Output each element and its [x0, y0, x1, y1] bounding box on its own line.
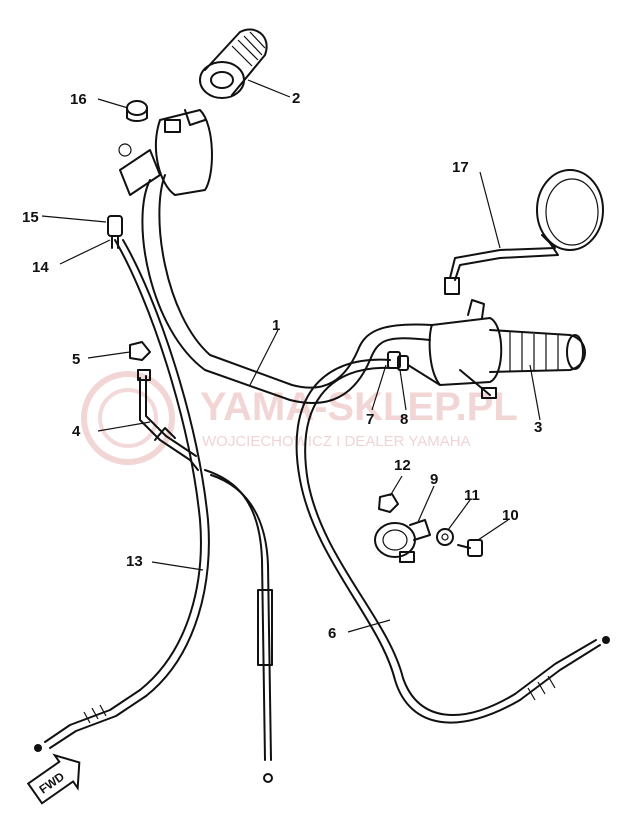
part-label-4: 4 — [72, 423, 81, 440]
right-throttle-assembly — [428, 299, 586, 399]
part-17-mirror — [444, 169, 604, 295]
handlebar — [141, 174, 433, 405]
part-label-14: 14 — [32, 259, 49, 276]
throttle-cable-center — [204, 469, 273, 783]
watermark-subtitle: WOJCIECHOWICZ I DEALER YAMAHA — [202, 433, 471, 450]
leader-lines — [41, 79, 541, 633]
part-11-washer — [436, 528, 454, 546]
part-16-cap — [126, 100, 148, 122]
part-label-5: 5 — [72, 351, 80, 368]
part-label-9: 9 — [430, 471, 438, 488]
part-label-13: 13 — [126, 553, 143, 570]
part-10-bolt — [457, 539, 483, 557]
fwd-direction-badge: FWD — [26, 753, 81, 805]
part-label-3: 3 — [534, 419, 542, 436]
part-9-clamp — [374, 519, 431, 563]
watermark: YAMA-SKLEP.PL WOJCIECHOWICZ I DEALER YAM… — [81, 371, 518, 465]
part-label-2: 2 — [292, 90, 300, 107]
part-label-6: 6 — [328, 625, 336, 642]
part-label-11: 11 — [464, 487, 480, 504]
watermark-logo-ring — [81, 371, 175, 465]
part-label-12: 12 — [394, 457, 411, 474]
part-labels: 1 2 3 4 5 6 7 8 9 10 11 12 13 14 15 16 1… — [22, 90, 542, 642]
left-switch-housing — [118, 109, 213, 196]
part-12-nut — [378, 493, 399, 513]
part-label-16: 16 — [70, 91, 87, 108]
part-label-10: 10 — [502, 507, 519, 524]
part-label-7: 7 — [366, 411, 374, 428]
part-14-15-adjuster — [107, 215, 123, 249]
watermark-brand: YAMA-SKLEP.PL — [200, 385, 518, 429]
fwd-arrow-icon — [26, 753, 81, 805]
part-label-17: 17 — [452, 159, 469, 176]
watermark-logo-inner — [98, 388, 158, 448]
part-5-nut — [129, 341, 151, 361]
part-2-left-grip — [199, 28, 268, 99]
part-7-8-adjuster — [387, 351, 441, 386]
part-label-1: 1 — [272, 317, 280, 334]
part-label-8: 8 — [400, 411, 408, 428]
part-label-15: 15 — [22, 209, 39, 226]
part-13-clutch-cable — [34, 239, 210, 752]
part-6-throttle-cable — [295, 358, 610, 724]
